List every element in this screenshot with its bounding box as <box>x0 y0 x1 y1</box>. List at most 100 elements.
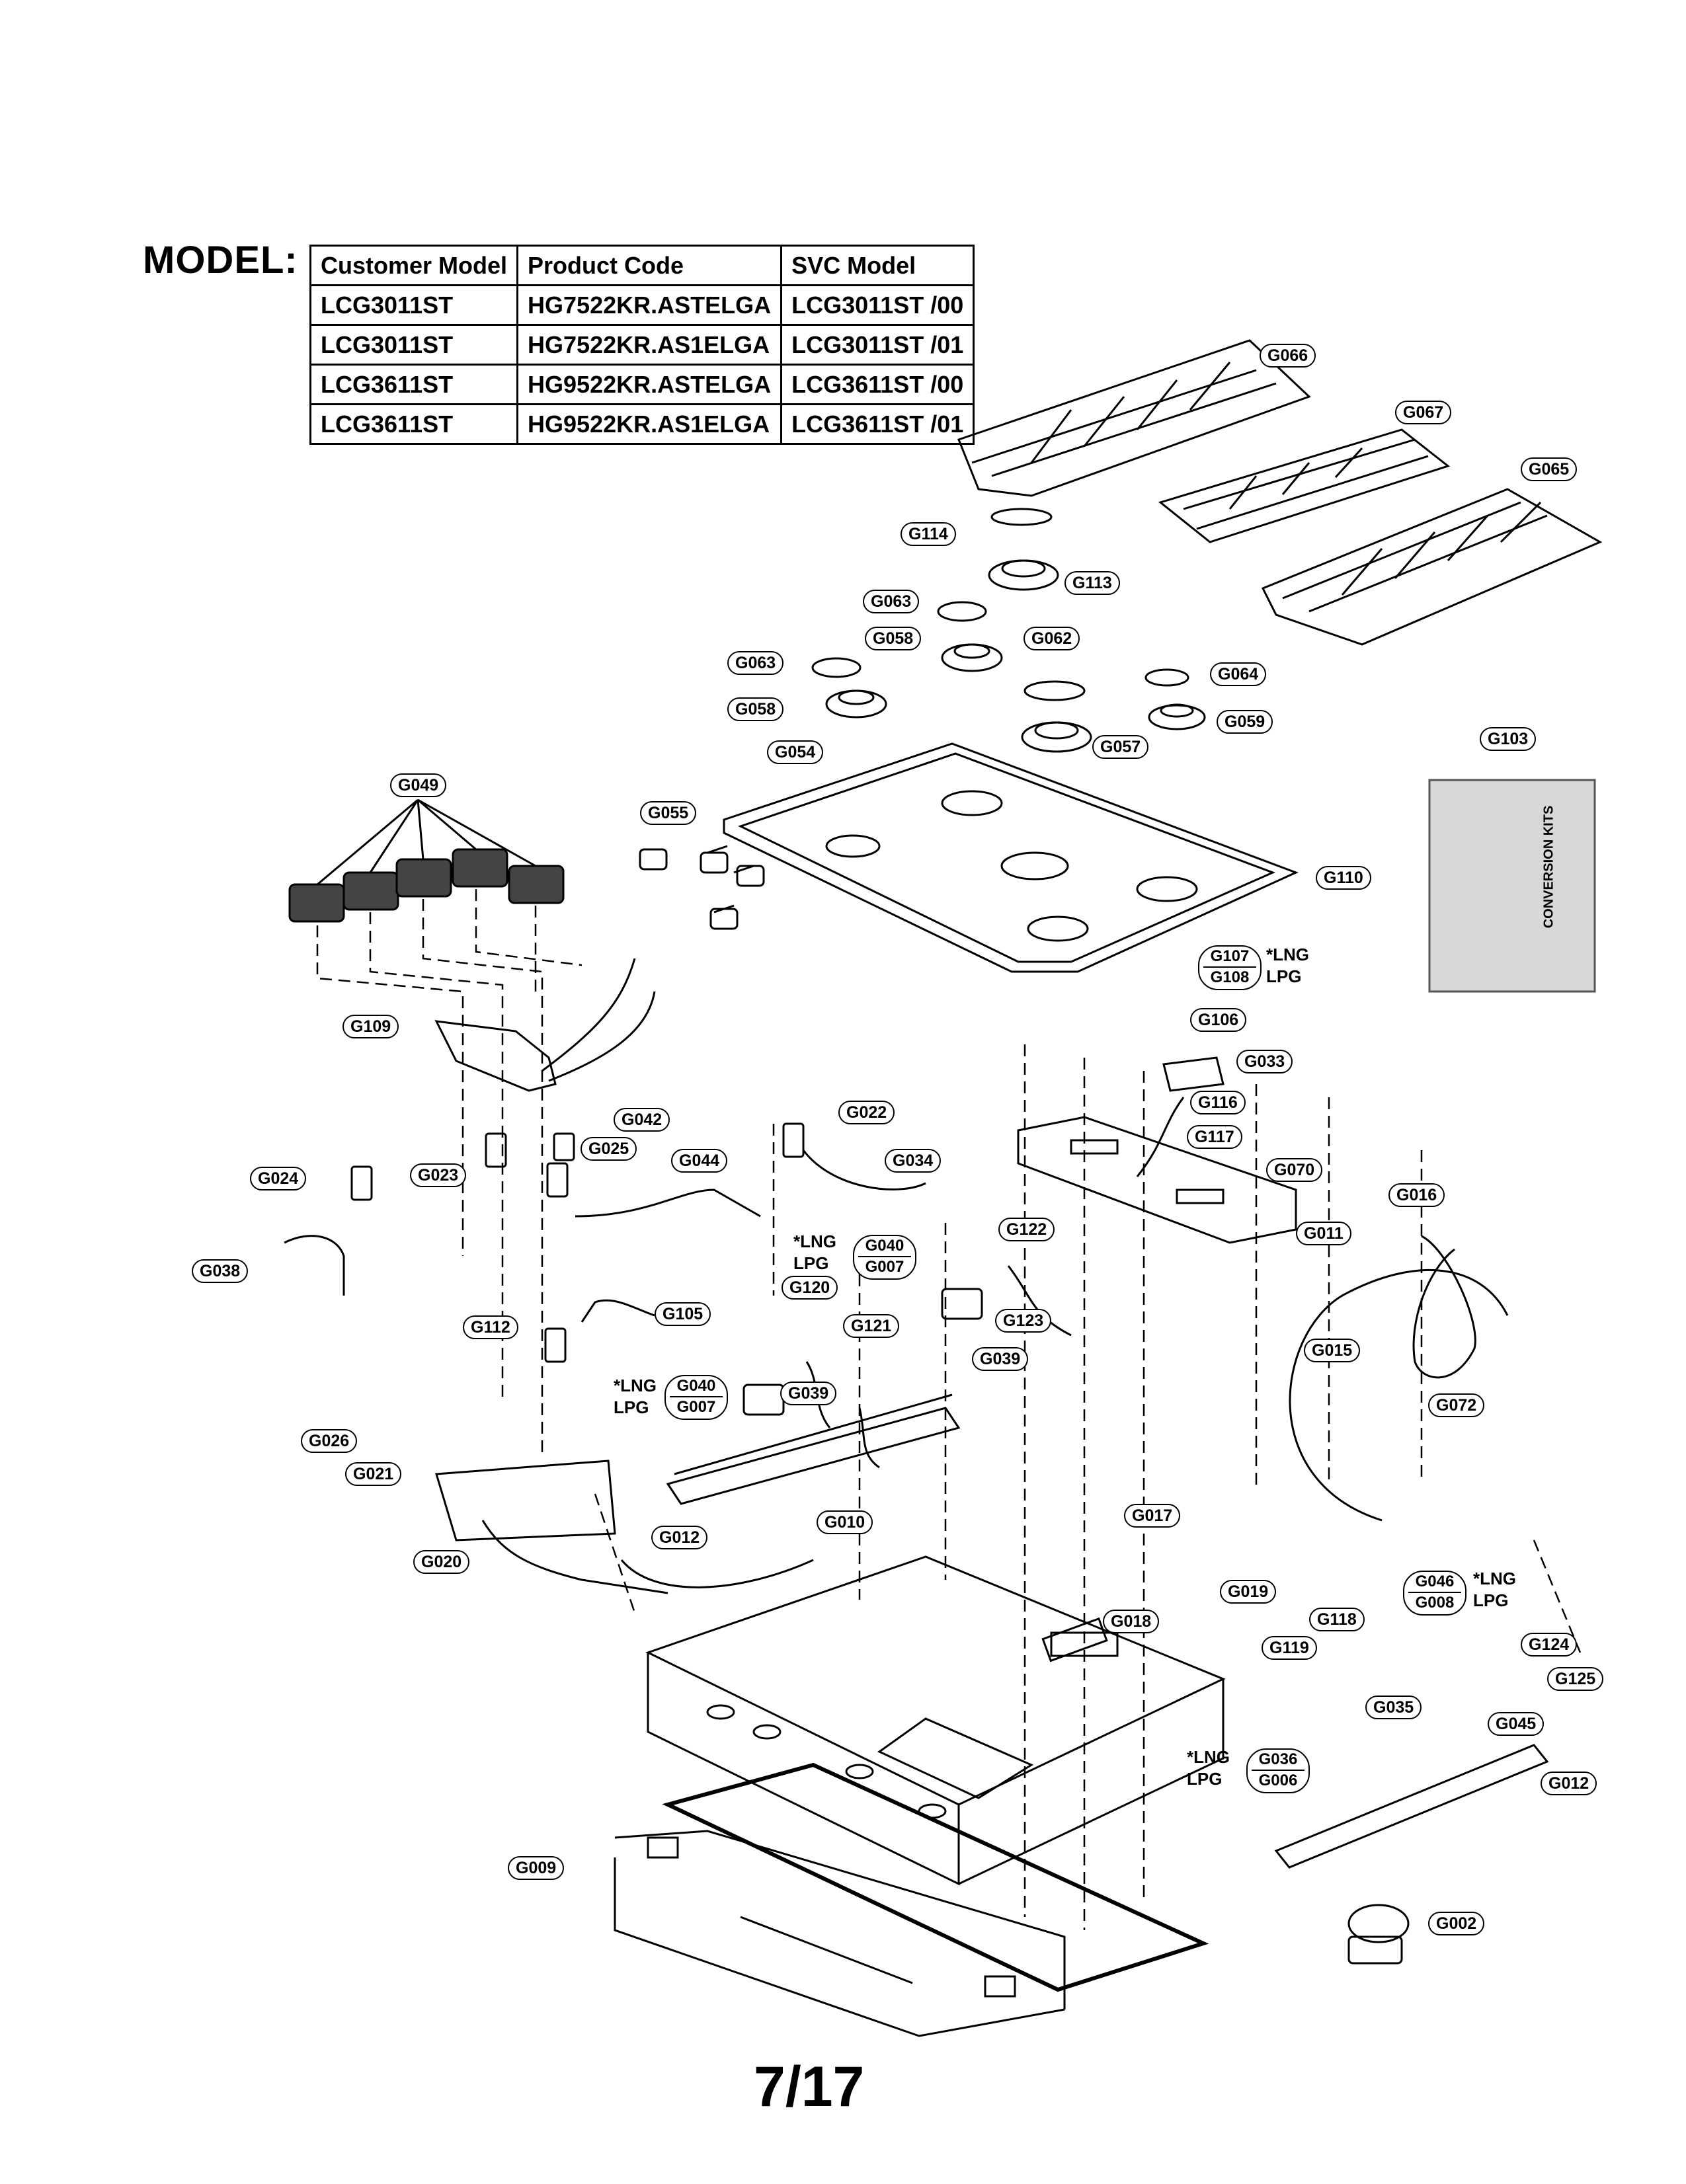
callout-g042: G042 <box>614 1108 670 1132</box>
callout-g012: G012 <box>651 1526 708 1549</box>
table-cell: LCG3611ST <box>309 364 519 405</box>
column-header: Customer Model <box>309 245 519 286</box>
lng-part: G036 <box>1258 1750 1298 1768</box>
lpg-part: G007 <box>676 1398 716 1416</box>
callout-g112: G112 <box>463 1315 518 1339</box>
callout-g113: G113 <box>1064 571 1120 595</box>
callout-g123: G123 <box>995 1309 1052 1333</box>
callout-g125: G125 <box>1547 1667 1604 1691</box>
table-row: LCG3611ST HG9522KR.ASTELGA LCG3611ST /00 <box>309 364 975 405</box>
callout-g120: G120 <box>782 1276 838 1300</box>
column-header: SVC Model <box>780 245 975 286</box>
callout-g054: G054 <box>767 740 824 764</box>
model-table: Customer Model Product Code SVC Model LC… <box>309 245 975 445</box>
callout-g026: G026 <box>301 1429 358 1453</box>
callout-g106: G106 <box>1190 1008 1247 1032</box>
callout-g064: G064 <box>1210 662 1267 686</box>
fuel-pair-g107-g108: G107 G108 <box>1198 945 1262 990</box>
table-header-row: Customer Model Product Code SVC Model <box>309 245 975 286</box>
fuel-note: *LNG LPG <box>793 1231 836 1273</box>
callout-g103: G103 <box>1480 727 1537 751</box>
callout-g022: G022 <box>838 1101 895 1124</box>
conversion-kit-label: CONVERSION KITS <box>1541 805 1556 929</box>
table-cell: HG7522KR.AS1ELGA <box>516 324 783 366</box>
table-row: LCG3011ST HG7522KR.AS1ELGA LCG3011ST /01 <box>309 324 975 366</box>
table-cell: HG7522KR.ASTELGA <box>516 284 783 326</box>
callout-g033: G033 <box>1236 1050 1293 1073</box>
callout-g055: G055 <box>640 801 697 825</box>
callout-g109: G109 <box>342 1015 399 1038</box>
callout-g049: G049 <box>390 773 447 797</box>
table-cell: LCG3011ST <box>309 324 519 366</box>
callout-g009: G009 <box>508 1856 565 1880</box>
callout-g019: G019 <box>1220 1580 1277 1604</box>
callout-g023: G023 <box>410 1163 467 1187</box>
callout-g110: G110 <box>1316 866 1371 890</box>
lpg-part: G007 <box>865 1258 904 1276</box>
callout-g065: G065 <box>1521 457 1578 481</box>
callout-g121: G121 <box>843 1314 900 1338</box>
callout-g017: G017 <box>1124 1504 1181 1528</box>
fuel-note: *LNG LPG <box>1473 1569 1516 1610</box>
callout-g010: G010 <box>817 1510 873 1534</box>
callout-g063: G063 <box>863 590 920 613</box>
table-row: LCG3611ST HG9522KR.AS1ELGA LCG3611ST /01 <box>309 403 975 445</box>
callout-g058: G058 <box>865 627 922 650</box>
fuel-pair-g046-g008: G046 G008 <box>1403 1571 1466 1616</box>
callout-g063: G063 <box>727 651 784 675</box>
lng-part: G046 <box>1415 1573 1455 1590</box>
callout-g035: G035 <box>1365 1696 1422 1719</box>
callout-g039: G039 <box>972 1347 1029 1371</box>
table-cell: LCG3011ST /01 <box>780 324 975 366</box>
callout-g034: G034 <box>885 1149 942 1173</box>
lpg-part: G108 <box>1210 968 1250 986</box>
lng-part: G040 <box>676 1377 716 1395</box>
grate-g066 <box>957 339 1311 497</box>
table-cell: LCG3011ST <box>309 284 519 326</box>
callout-g044: G044 <box>671 1149 728 1173</box>
callout-g124: G124 <box>1521 1633 1578 1657</box>
callout-g122: G122 <box>998 1218 1055 1241</box>
callout-g114: G114 <box>901 522 956 546</box>
lng-part: G040 <box>865 1237 904 1255</box>
callout-g025: G025 <box>581 1137 637 1161</box>
callout-g067: G067 <box>1395 401 1452 424</box>
callout-g059: G059 <box>1217 710 1273 734</box>
callout-g021: G021 <box>345 1462 402 1486</box>
grate-g065 <box>1261 488 1603 646</box>
callout-g012: G012 <box>1541 1772 1597 1795</box>
fuel-pair-g036-g006: G036 G006 <box>1246 1748 1310 1793</box>
fuel-note: *LNG LPG <box>614 1376 657 1417</box>
callout-g066: G066 <box>1260 344 1316 368</box>
callout-g024: G024 <box>250 1167 307 1190</box>
table-cell: HG9522KR.AS1ELGA <box>516 403 783 445</box>
fuel-note: *LNG LPG <box>1266 945 1309 986</box>
callout-g045: G045 <box>1488 1712 1545 1736</box>
page-number: 7/17 <box>754 2055 865 2119</box>
column-header: Product Code <box>516 245 783 286</box>
callout-g015: G015 <box>1304 1339 1361 1362</box>
lpg-part: G008 <box>1415 1594 1455 1612</box>
callout-g105: G105 <box>655 1302 711 1326</box>
fuel-pair-g040-g007: G040 G007 <box>853 1235 916 1280</box>
callout-g057: G057 <box>1092 735 1149 759</box>
grate-g067 <box>1158 428 1451 543</box>
model-label: MODEL: <box>143 239 298 282</box>
bracket-g011 <box>1017 1116 1297 1244</box>
callout-g117: G117 <box>1187 1125 1242 1149</box>
callout-g118: G118 <box>1309 1608 1365 1631</box>
callout-g062: G062 <box>1024 627 1080 650</box>
table-cell: LCG3611ST <box>309 403 519 445</box>
callout-g070: G070 <box>1266 1158 1323 1182</box>
callout-g016: G016 <box>1388 1183 1445 1207</box>
callout-g039: G039 <box>780 1382 837 1405</box>
table-cell: HG9522KR.ASTELGA <box>516 364 783 405</box>
callout-g116: G116 <box>1190 1091 1246 1114</box>
callout-g072: G072 <box>1428 1393 1485 1417</box>
table-cell: LCG3611ST /00 <box>780 364 975 405</box>
fuel-note: *LNG LPG <box>1187 1747 1230 1789</box>
lng-part: G107 <box>1210 947 1250 965</box>
table-cell: LCG3011ST /00 <box>780 284 975 326</box>
table-row: LCG3011ST HG7522KR.ASTELGA LCG3011ST /00 <box>309 284 975 326</box>
